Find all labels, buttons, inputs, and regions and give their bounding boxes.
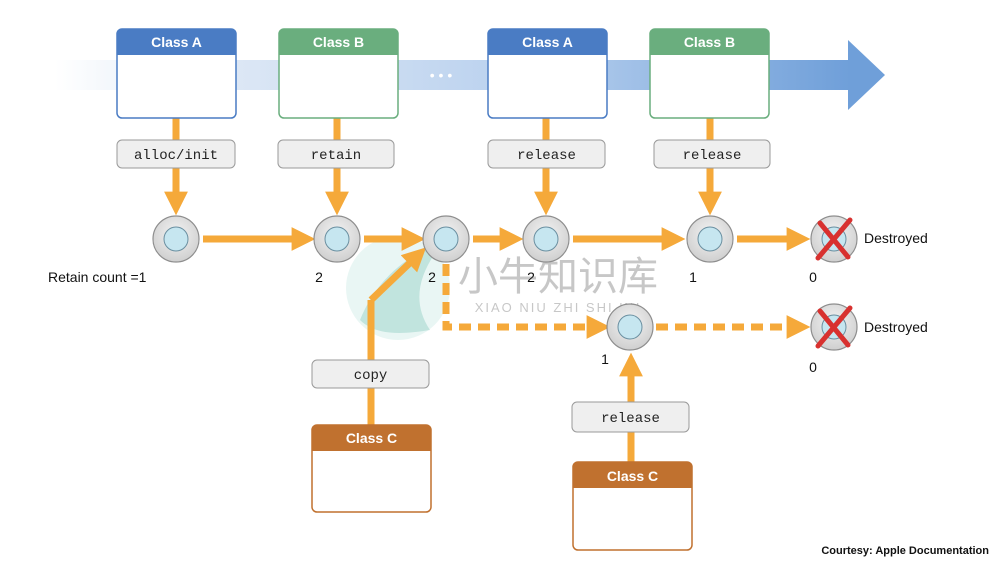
method-copy: copy <box>311 359 430 389</box>
method-retain-label: retain <box>311 148 361 164</box>
class-box-c-release: Class C <box>572 461 693 551</box>
method-release-c-label: release <box>601 411 660 427</box>
method-release-b: release <box>653 139 771 169</box>
destroyed-x-icon <box>815 217 853 261</box>
method-release-c: release <box>571 401 690 433</box>
class-b2-title: Class B <box>684 34 735 50</box>
class-a1-title: Class A <box>151 34 202 50</box>
method-release-a: release <box>487 139 606 169</box>
method-release-b-label: release <box>683 148 742 164</box>
watermark-cn: 小牛知识库 <box>458 255 658 299</box>
watermark-en: XIAO NIU ZHI SHI KU <box>475 300 642 315</box>
count-label-6: 0 <box>809 269 817 285</box>
arrow-copy-to-node3 <box>368 247 427 303</box>
class-box-b2: Class B <box>649 28 770 119</box>
destroyed-node-bottom <box>810 303 858 351</box>
connectors <box>164 118 811 462</box>
count-label-3: 2 <box>428 269 436 285</box>
destroyed-node-top <box>810 215 858 263</box>
class-c-release-title: Class C <box>607 468 658 484</box>
class-box-b1: Class B <box>278 28 399 119</box>
count-label-2: 2 <box>315 269 323 285</box>
class-box-c-copy: Class C <box>311 424 432 513</box>
timeline-arrowhead <box>848 40 885 110</box>
count-label-4: 2 <box>527 269 535 285</box>
destroyed-x-icon <box>815 305 853 349</box>
count-label-7: 1 <box>601 351 609 367</box>
count-node-4 <box>522 215 570 263</box>
destroyed-label-bottom: Destroyed <box>864 319 928 335</box>
method-copy-label: copy <box>354 368 388 384</box>
count-node-7 <box>606 303 654 351</box>
class-c-copy-title: Class C <box>346 430 397 446</box>
method-release-a-label: release <box>517 148 576 164</box>
method-retain: retain <box>277 139 395 169</box>
count-node-1 <box>152 215 200 263</box>
class-b1-title: Class B <box>313 34 364 50</box>
destroyed-label-top: Destroyed <box>864 230 928 246</box>
count-label-5: 1 <box>689 269 697 285</box>
footer-credit: Courtesy: Apple Documentation <box>821 545 989 557</box>
method-alloc-init-label: alloc/init <box>134 148 218 164</box>
timeline-ellipsis: • • • <box>430 67 453 83</box>
count-node-5 <box>686 215 734 263</box>
count-node-2 <box>313 215 361 263</box>
arrow-node3-to-node7-dashed <box>442 264 611 339</box>
count-label-8: 0 <box>809 359 817 375</box>
class-box-a1: Class A <box>116 28 237 119</box>
count-node-3 <box>422 215 470 263</box>
class-box-a2: Class A <box>487 28 608 119</box>
class-a2-title: Class A <box>522 34 573 50</box>
count-label-1: Retain count =1 <box>48 269 147 285</box>
method-alloc-init: alloc/init <box>116 139 236 169</box>
